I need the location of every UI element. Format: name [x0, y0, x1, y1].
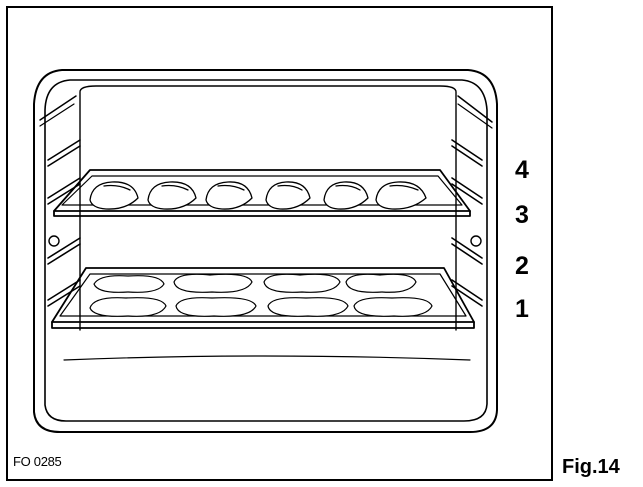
- right-side-rails: [451, 139, 483, 307]
- shelf-label-1: 1: [515, 295, 529, 323]
- shelf-label-2: 2: [515, 252, 529, 280]
- oven-cavity-outer: [33, 69, 498, 433]
- illustration-frame: [6, 6, 553, 481]
- pastries: [89, 273, 433, 317]
- lower-baking-tray: [51, 267, 475, 329]
- figure-label: Fig.14: [562, 456, 620, 478]
- left-side-rails: [47, 139, 81, 307]
- upper-baking-tray: [53, 169, 471, 217]
- shelf-label-4: 4: [515, 156, 529, 184]
- shelf-label-3: 3: [515, 201, 529, 229]
- buns: [89, 181, 427, 210]
- drawing-code: FO 0285: [13, 454, 62, 469]
- oven-cavity-inner: [44, 79, 488, 422]
